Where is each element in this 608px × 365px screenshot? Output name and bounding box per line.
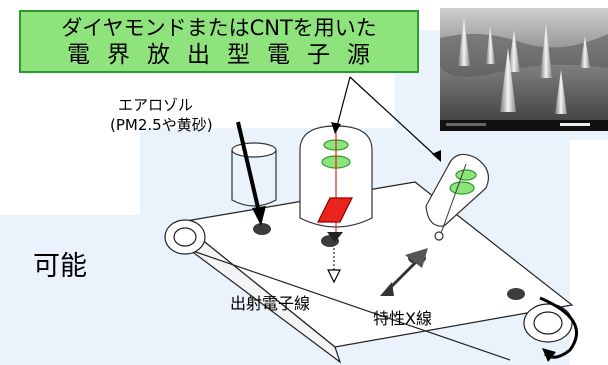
characteristic-xray-label: 特性X線 — [373, 309, 432, 328]
particle-dot — [507, 288, 525, 300]
rotation-arrow — [539, 296, 579, 359]
sample-plate — [317, 197, 353, 223]
callout-pointer-right-head — [432, 150, 441, 162]
xray-arrow — [386, 260, 418, 292]
callout-title: ダイヤモンドまたはCNTを用いた — [61, 16, 377, 40]
right-roller — [523, 303, 573, 343]
electron-source-capsule — [299, 125, 373, 232]
beam-arrowhead — [327, 232, 343, 242]
callout-pointer-left-head — [331, 122, 341, 134]
particle-dot — [253, 223, 271, 235]
xray-source-marker — [405, 248, 428, 268]
emitted-electron-label: 出射電子線 — [230, 294, 311, 313]
callout-box: ダイヤモンドまたはCNTを用いた 電界放出型電子源 — [19, 10, 419, 73]
rotation-arrowhead — [542, 348, 556, 362]
callout-subtitle: 電界放出型電子源 — [67, 42, 387, 68]
possible-label: 可能 — [33, 251, 87, 282]
xray-arrowhead — [380, 282, 394, 296]
callout-pointer-left — [335, 76, 351, 131]
electron-gun-tilted — [425, 153, 489, 241]
aerosol-label: エアロゾル — [118, 96, 194, 114]
aerosol-arrow — [236, 121, 261, 213]
aerosol-arrowhead — [252, 206, 266, 226]
conveyor-belt — [178, 181, 574, 364]
left-roller — [164, 219, 206, 255]
aerosol-sublabel: (PM2.5や黄砂) — [110, 116, 213, 134]
callout-pointer-right — [349, 76, 441, 161]
sem-micrograph — [440, 8, 608, 131]
